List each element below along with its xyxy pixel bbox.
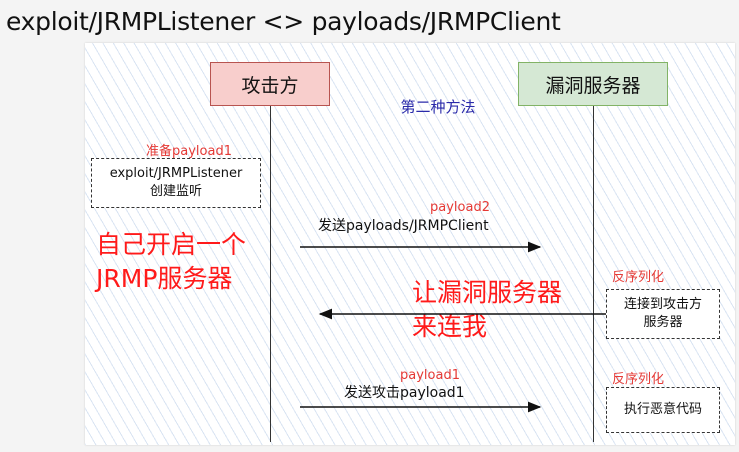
actor-vulnerable-server: 漏洞服务器	[518, 62, 668, 106]
deserialize-label-1: 反序列化	[612, 270, 665, 285]
connect-back-note: 连接到攻击方 服务器	[606, 289, 720, 339]
server-connect-text-line2: 来连我	[412, 312, 488, 341]
prepare-payload-label: 准备payload1	[146, 144, 232, 159]
listener-note: exploit/JRMPListener 创建监听	[91, 158, 261, 208]
actor-attacker: 攻击方	[210, 62, 330, 106]
method-label: 第二种方法	[400, 98, 476, 116]
server-connect-text-line1: 让漏洞服务器	[412, 278, 563, 307]
listener-note-line1: exploit/JRMPListener	[109, 166, 243, 181]
server-lifeline	[593, 106, 594, 442]
diagram-canvas	[85, 43, 735, 445]
connect-note-line2: 服务器	[643, 315, 683, 330]
slide-title: exploit/JRMPListener <> payloads/JRMPCli…	[6, 7, 561, 36]
execute-code-note: 执行恶意代码	[606, 387, 720, 433]
listener-note-line2: 创建监听	[149, 184, 202, 199]
send-attack-payload-tag: payload1	[400, 368, 460, 383]
send-client-payload-tag: payload2	[430, 200, 490, 215]
deserialize-label-2: 反序列化	[612, 372, 665, 387]
exec-note-text: 执行恶意代码	[623, 402, 702, 417]
send-attack-message: 发送攻击payload1	[344, 385, 465, 401]
self-server-text-line1: 自己开启一个	[96, 230, 247, 259]
connect-note-line1: 连接到攻击方	[623, 297, 702, 312]
attacker-lifeline	[270, 106, 271, 442]
send-client-message: 发送payloads/JRMPClient	[318, 218, 489, 234]
self-server-text-line2: JRMP服务器	[96, 264, 233, 293]
